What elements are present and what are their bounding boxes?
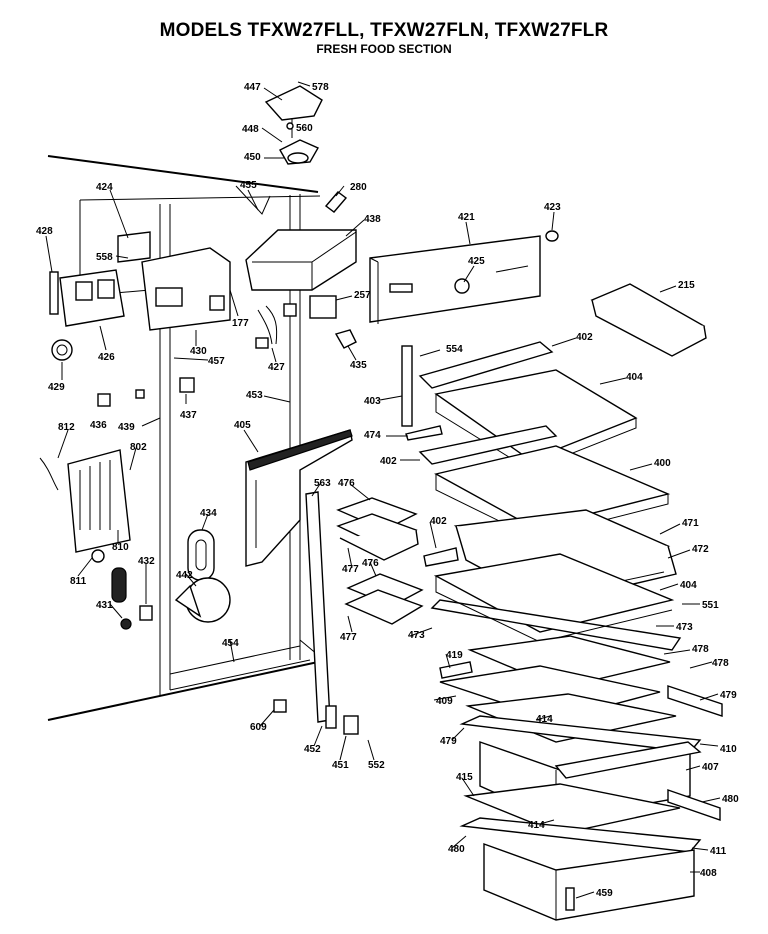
callout-434: 434 [200, 508, 217, 519]
callout-578: 578 [312, 82, 329, 93]
callout-479-right: 479 [720, 690, 737, 701]
callout-453: 453 [246, 390, 263, 401]
callout-471: 471 [682, 518, 699, 529]
callout-404-top: 404 [626, 372, 643, 383]
callout-480-right: 480 [722, 794, 739, 805]
shelf-bottom [430, 553, 682, 651]
callout-410: 410 [720, 744, 737, 755]
callout-476-upper: 476 [338, 478, 355, 489]
callout-labels: 447 578 448 560 450 280 455 424 438 421 … [36, 82, 739, 899]
callout-459: 459 [596, 888, 613, 899]
callout-257: 257 [354, 290, 371, 301]
callout-402-top: 402 [576, 332, 593, 343]
control-panel [369, 230, 559, 324]
callout-411: 411 [710, 846, 727, 857]
callout-400: 400 [654, 458, 671, 469]
snack-pans [336, 497, 424, 625]
callout-563: 563 [314, 478, 331, 489]
callout-435: 435 [350, 360, 367, 371]
callout-428: 428 [36, 226, 53, 237]
shelf-ladder [273, 345, 413, 735]
heater-pad [39, 449, 131, 563]
control-housing [245, 229, 357, 349]
callout-451: 451 [332, 760, 349, 771]
wire-harness [255, 303, 297, 349]
callout-436: 436 [90, 420, 107, 431]
leader-lines [45, 81, 721, 899]
callout-409: 409 [436, 696, 453, 707]
callout-442: 442 [176, 570, 193, 581]
callout-478-upper: 478 [692, 644, 709, 655]
callout-811: 811 [70, 576, 87, 587]
callout-812: 812 [58, 422, 75, 433]
callout-415: 415 [456, 772, 473, 783]
callout-802: 802 [130, 442, 147, 453]
callout-177: 177 [232, 318, 249, 329]
damper-assembly [49, 269, 195, 407]
callout-429: 429 [48, 382, 65, 393]
callout-478-lower: 478 [712, 658, 729, 669]
callout-558: 558 [96, 252, 113, 263]
callout-423: 423 [544, 202, 561, 213]
callout-810: 810 [112, 542, 129, 553]
callout-425: 425 [468, 256, 485, 267]
callout-448: 448 [242, 124, 259, 135]
callout-472: 472 [692, 544, 709, 555]
callout-424: 424 [96, 182, 113, 193]
callout-403: 403 [364, 396, 381, 407]
callout-280: 280 [350, 182, 367, 193]
diagram-subtitle: FRESH FOOD SECTION [316, 42, 452, 56]
air-duct [117, 231, 231, 331]
callout-432: 432 [138, 556, 155, 567]
callout-408: 408 [700, 868, 717, 879]
callout-551: 551 [702, 600, 719, 611]
callout-480-left: 480 [448, 844, 465, 855]
callout-450: 450 [244, 152, 261, 163]
callout-402-low: 402 [430, 516, 447, 527]
callout-430: 430 [190, 346, 207, 357]
fan-motor [111, 529, 231, 630]
callout-447: 447 [244, 82, 261, 93]
callout-402-mid: 402 [380, 456, 397, 467]
callout-473-left: 473 [408, 630, 425, 641]
callout-560: 560 [296, 123, 313, 134]
callout-437: 437 [180, 410, 197, 421]
callout-419: 419 [446, 650, 463, 661]
callout-414-upper: 414 [536, 714, 553, 725]
callout-405: 405 [234, 420, 251, 431]
callout-215: 215 [678, 280, 695, 291]
callout-476-lower: 476 [362, 558, 379, 569]
callout-457: 457 [208, 356, 225, 367]
callout-455: 455 [240, 180, 257, 191]
callout-407: 407 [702, 762, 719, 773]
callout-477-upper: 477 [342, 564, 359, 575]
callout-609: 609 [250, 722, 267, 733]
callout-438: 438 [364, 214, 381, 225]
callout-454: 454 [222, 638, 239, 649]
callout-414-lower: 414 [528, 820, 545, 831]
callout-479-left: 479 [440, 736, 457, 747]
crisper-drawer-lower [459, 783, 702, 921]
callout-554: 554 [446, 344, 463, 355]
callout-473-right: 473 [676, 622, 693, 633]
door-bin [590, 283, 707, 357]
light-shield [264, 85, 348, 213]
callout-426: 426 [98, 352, 115, 363]
diagram-title: MODELS TFXW27FLL, TFXW27FLN, TFXW27FLR [159, 20, 609, 41]
callout-427: 427 [268, 362, 285, 373]
callout-452: 452 [304, 744, 321, 755]
callout-431: 431 [96, 600, 113, 611]
callout-439: 439 [118, 422, 135, 433]
callout-421: 421 [458, 212, 475, 223]
callout-552: 552 [368, 760, 385, 771]
callout-404-low: 404 [680, 580, 697, 591]
callout-477-lower: 477 [340, 632, 357, 643]
light-cover [245, 429, 353, 567]
callout-474: 474 [364, 430, 381, 441]
